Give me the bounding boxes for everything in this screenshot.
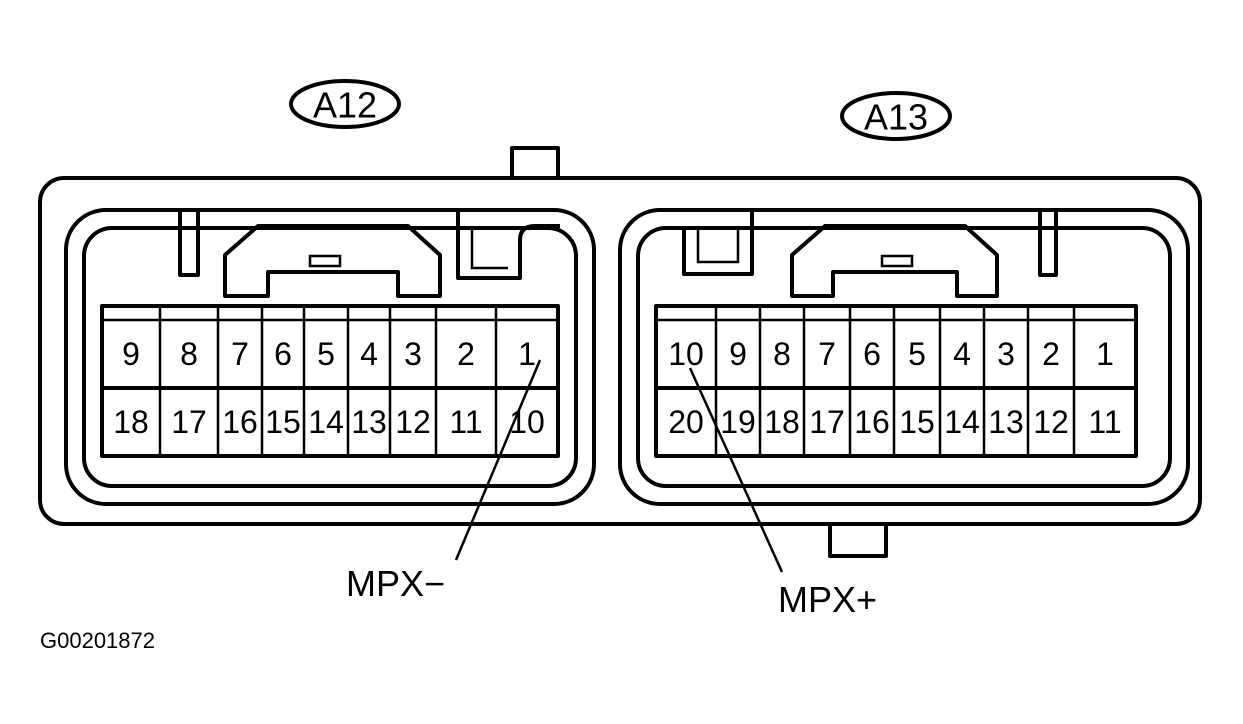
pin-number-top: 10 <box>668 336 704 372</box>
pin-number-bottom: 20 <box>668 404 704 440</box>
a12-latch-slot <box>308 254 342 268</box>
pin-number-bottom: 11 <box>1088 404 1121 440</box>
label-ellipse <box>840 91 952 141</box>
pin-number-top: 2 <box>1042 336 1060 372</box>
a12-latch-lever <box>223 224 442 298</box>
a13-key-recess <box>682 210 754 276</box>
pin-number-top: 5 <box>908 336 926 372</box>
figure-id: G00201872 <box>40 628 155 653</box>
pin-number-top: 6 <box>863 336 881 372</box>
a13-latch-lever <box>790 224 999 298</box>
pin-number-bottom: 11 <box>449 404 482 440</box>
pin-number-bottom: 14 <box>308 404 344 440</box>
pin-number-bottom: 12 <box>395 404 431 440</box>
pin-number-top: 4 <box>953 336 971 372</box>
connector-label-text: A13 <box>864 97 928 138</box>
pin-number-bottom: 17 <box>809 404 845 440</box>
pin-number-bottom: 13 <box>351 404 387 440</box>
pin-number-top: 3 <box>404 336 422 372</box>
mpx-plus-label: MPX+ <box>778 579 877 620</box>
a13-key-notch <box>1038 210 1058 277</box>
pin-number-bottom: 12 <box>1033 404 1069 440</box>
mpx-minus-leader-line <box>454 359 542 561</box>
pin-number-top: 6 <box>274 336 292 372</box>
pin-number-top: 4 <box>360 336 378 372</box>
pin-grid-frame <box>100 304 560 458</box>
pin-number-top: 8 <box>180 336 198 372</box>
pin-number-bottom: 15 <box>899 404 935 440</box>
a12-outer-shell <box>64 208 596 506</box>
a12-connector-body <box>64 208 596 506</box>
a12-key-recess <box>456 210 560 280</box>
pin-number-top: 1 <box>1096 336 1114 372</box>
a13-outer-shell <box>618 208 1190 506</box>
connector-housing <box>38 146 1202 558</box>
a13-connector-body <box>618 208 1190 506</box>
pin-number-bottom: 16 <box>222 404 258 440</box>
pin-number-top: 9 <box>729 336 747 372</box>
bottom-latch-tab <box>828 524 888 558</box>
pin-number-bottom: 15 <box>265 404 301 440</box>
pin-number-bottom: 14 <box>944 404 980 440</box>
pin-grid-frame <box>654 304 1138 458</box>
pin-number-bottom: 18 <box>113 404 149 440</box>
mpx-minus-label: MPX− <box>346 563 445 604</box>
connector-label-a13: A13 <box>840 91 952 141</box>
housing-outline <box>38 176 1202 526</box>
connector-label-a12: A12 <box>289 79 401 129</box>
a13-key-recess-inner <box>696 228 740 264</box>
label-ellipse <box>289 79 401 129</box>
pin-number-bottom: 18 <box>764 404 800 440</box>
pin-number-top: 1 <box>518 336 536 372</box>
pin-number-top: 9 <box>122 336 140 372</box>
a12-key-recess-inner <box>470 228 508 270</box>
pin-number-top: 7 <box>231 336 249 372</box>
mpx-plus-leader-line <box>688 367 784 573</box>
pin-number-bottom: 19 <box>720 404 756 440</box>
pin-number-bottom: 16 <box>854 404 890 440</box>
pin-number-top: 7 <box>818 336 836 372</box>
top-latch-tab <box>510 146 560 178</box>
pin-number-bottom: 13 <box>988 404 1024 440</box>
a12-key-notch <box>178 210 200 277</box>
pin-number-top: 3 <box>997 336 1015 372</box>
pin-number-top: 8 <box>773 336 791 372</box>
connector-label-text: A12 <box>313 85 377 126</box>
a13-latch-slot <box>880 254 914 268</box>
pin-number-top: 2 <box>457 336 475 372</box>
pin-number-top: 5 <box>317 336 335 372</box>
pin-number-bottom: 17 <box>171 404 207 440</box>
